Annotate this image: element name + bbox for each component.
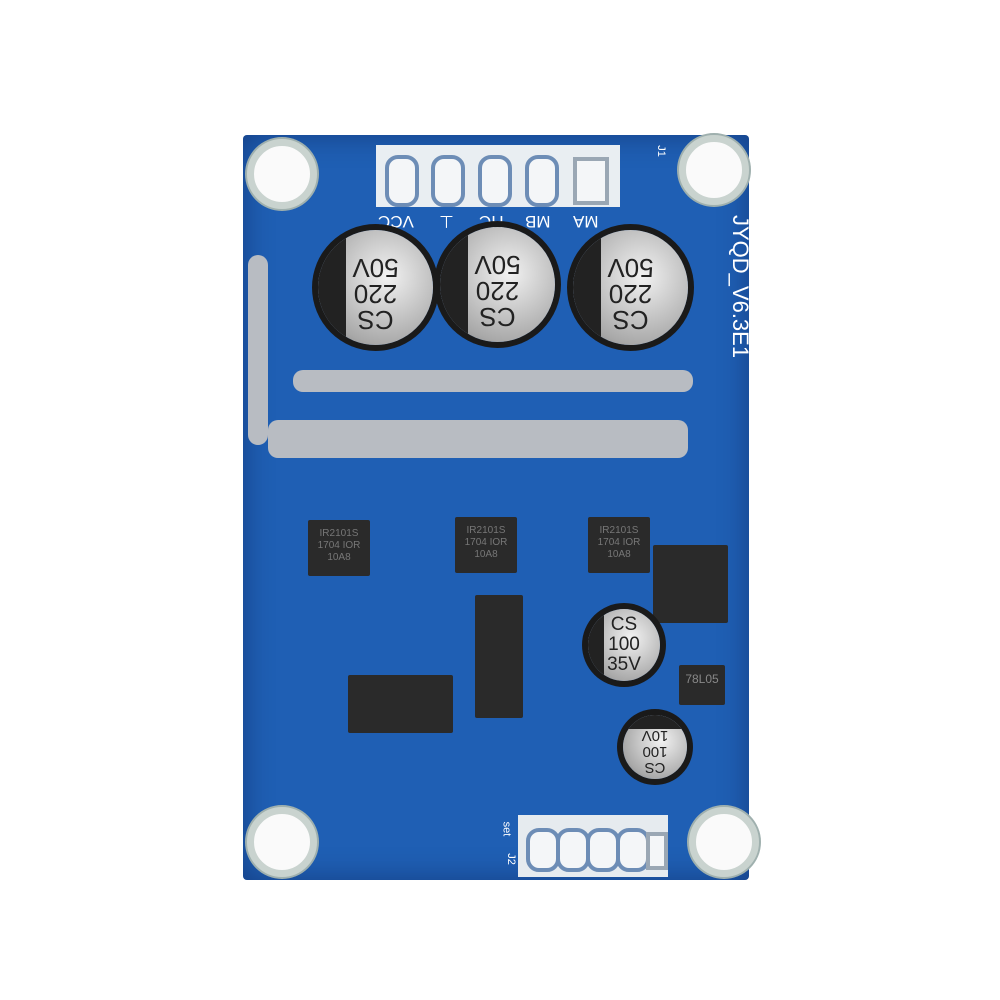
j2-label: J2 bbox=[504, 853, 517, 865]
j1-label: J1 bbox=[654, 145, 667, 157]
j1-pin-square bbox=[573, 157, 609, 205]
controller-ic bbox=[475, 595, 523, 718]
j2-set-label: set bbox=[500, 821, 513, 837]
mounting-hole bbox=[247, 139, 317, 209]
board-model-label: JYQD_V6.3E1 bbox=[728, 215, 753, 359]
mounting-hole bbox=[679, 135, 749, 205]
j2-pin bbox=[526, 828, 560, 872]
mounting-hole bbox=[689, 807, 759, 877]
j1-pin bbox=[385, 155, 419, 207]
mosfet-dpak bbox=[653, 545, 728, 623]
j2-pin bbox=[586, 828, 620, 872]
pin-label-vcc: VCC bbox=[378, 212, 414, 231]
pin-label-mb: MB bbox=[525, 212, 551, 231]
j1-pin bbox=[525, 155, 559, 207]
j1-pin bbox=[478, 155, 512, 207]
j2-pin bbox=[556, 828, 590, 872]
regulator-78l05: 78L05 bbox=[679, 665, 725, 705]
logic-ic bbox=[348, 675, 453, 733]
j1-pin bbox=[431, 155, 465, 207]
pin-label-ma: MA bbox=[573, 212, 599, 231]
wire-link bbox=[248, 255, 268, 445]
mounting-hole bbox=[247, 807, 317, 877]
j2-pin-square bbox=[646, 832, 668, 870]
solder-trace bbox=[293, 370, 693, 392]
j2-pin bbox=[616, 828, 650, 872]
solder-trace bbox=[268, 420, 688, 458]
